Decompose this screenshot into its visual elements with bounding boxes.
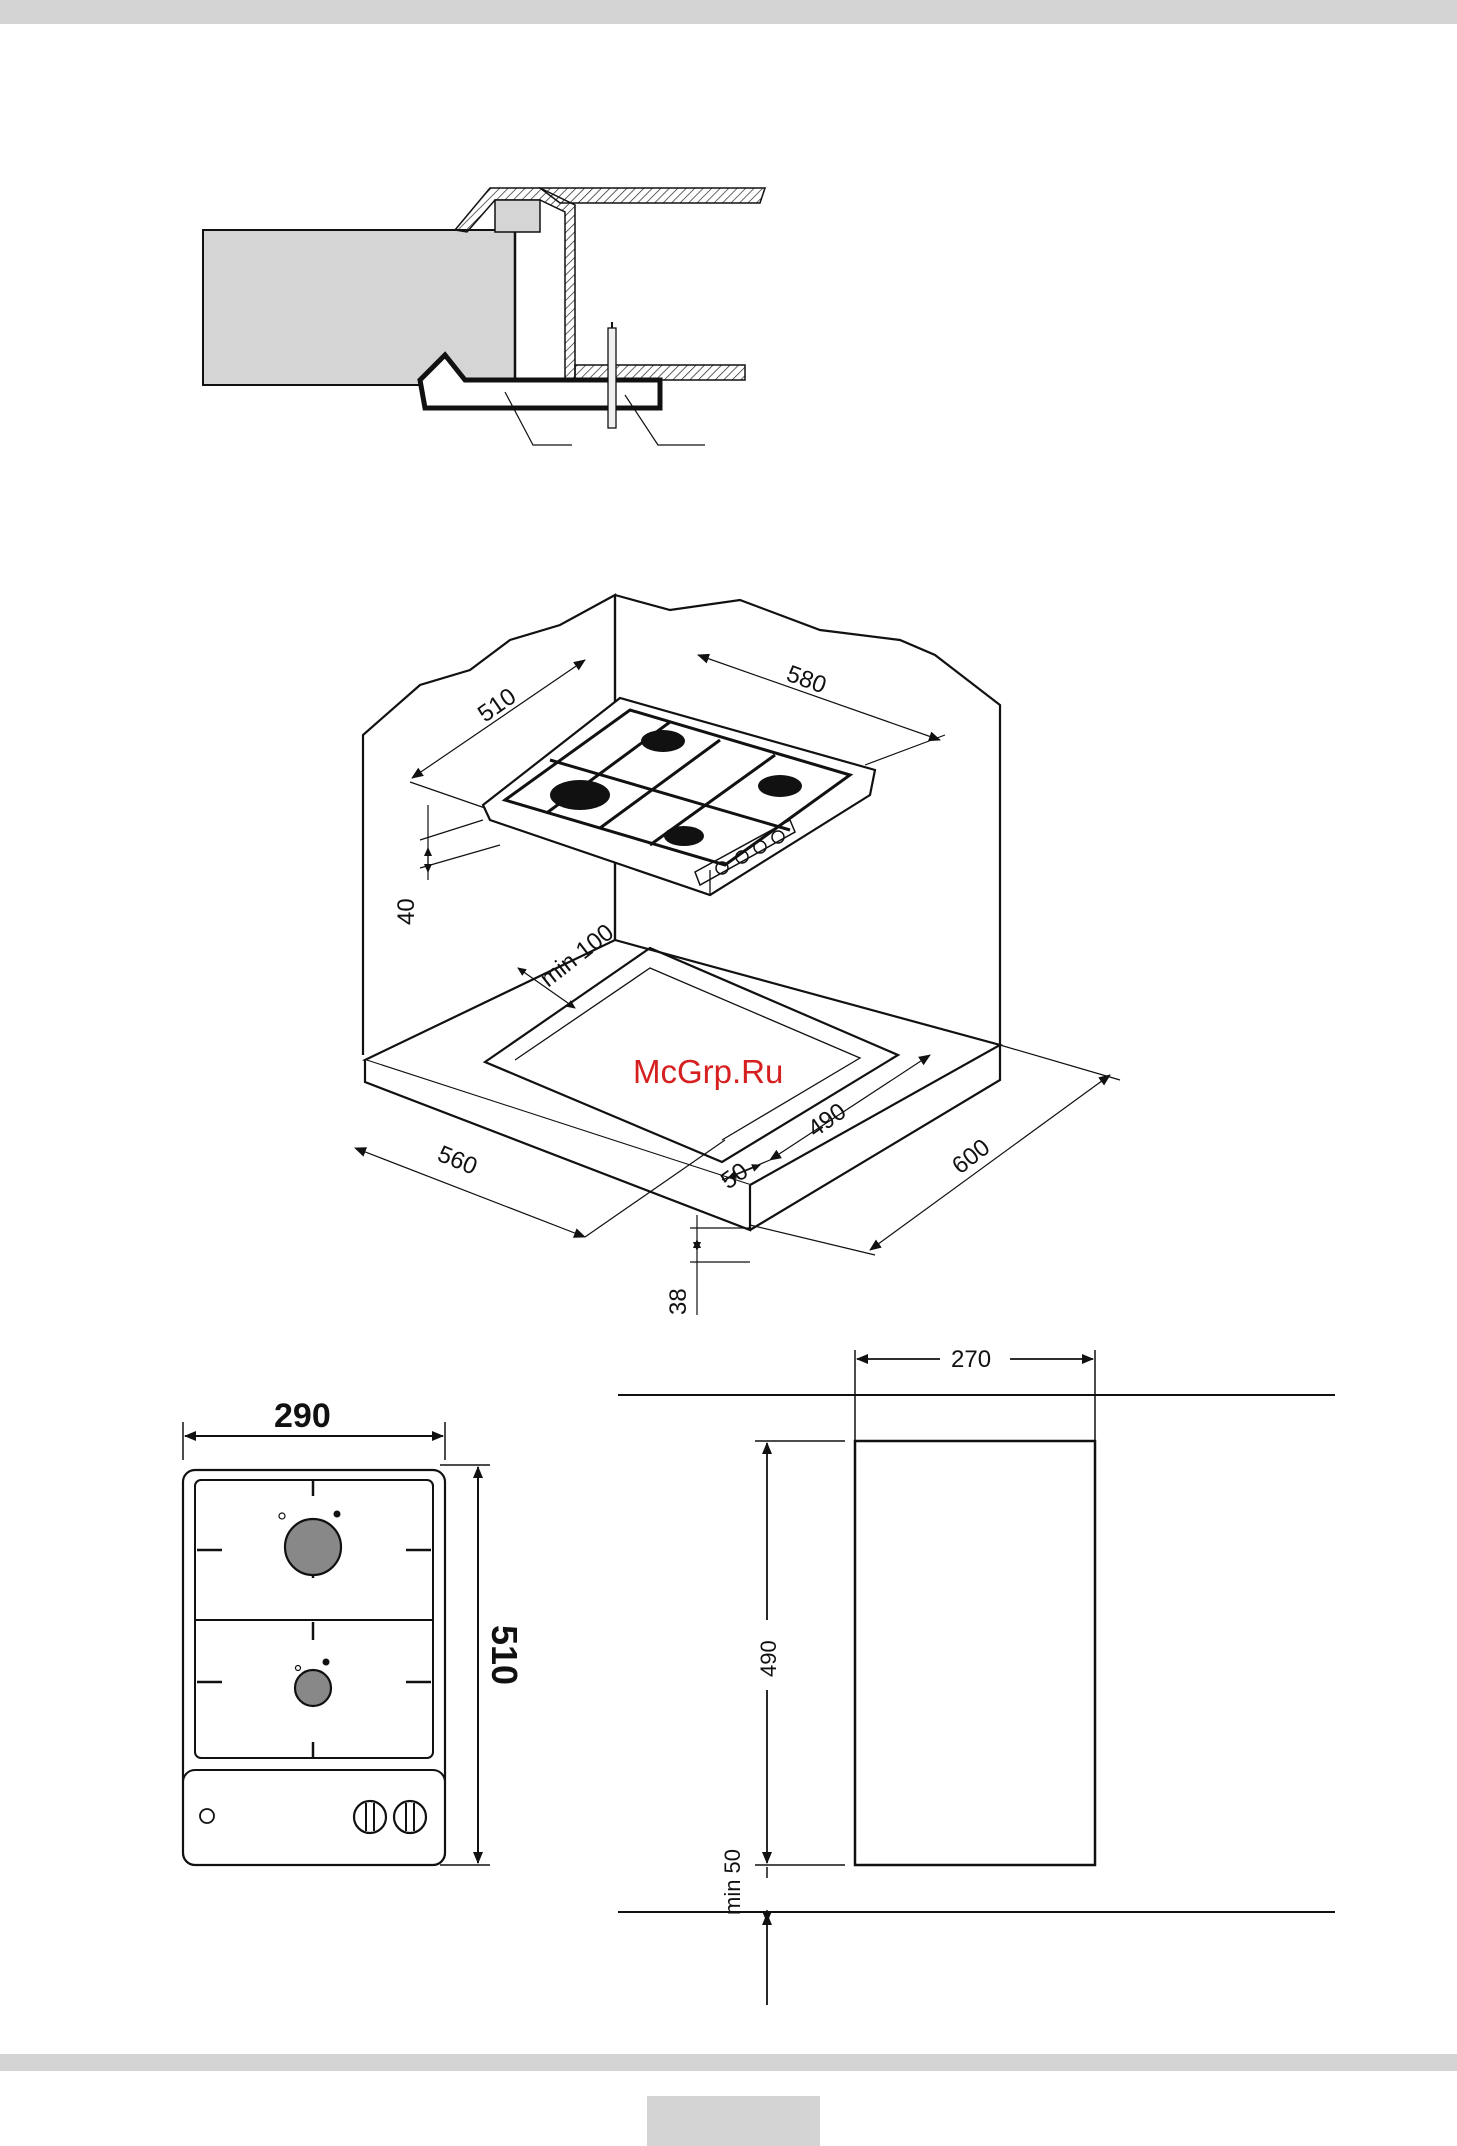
- domino-hob-drawing: 290 510: [183, 1397, 525, 1865]
- dim-38-label: 38: [665, 1288, 692, 1315]
- dim-min-50-label: min 50: [720, 1849, 745, 1915]
- dim-600-label: 600: [947, 1134, 995, 1180]
- dim-40-label: 40: [393, 898, 420, 925]
- isometric-installation-drawing: 510 580 40 min 100 490 560 50 600 38 McG…: [355, 595, 1120, 1315]
- dim-510-label: 510: [473, 683, 521, 728]
- page-number-tab: [647, 2096, 820, 2146]
- burner-front-right: [664, 826, 704, 846]
- cutout-rectangle: [855, 1441, 1095, 1865]
- worktop-block: [203, 230, 515, 385]
- dim-510-vertical-label: 510: [484, 1625, 525, 1685]
- control-knob-left: [354, 1801, 386, 1833]
- ignition-button: [200, 1809, 214, 1823]
- domino-burner-large: [285, 1519, 341, 1575]
- burner-rear-left: [641, 730, 685, 752]
- control-knob-right: [394, 1801, 426, 1833]
- watermark-text: McGrp.Ru: [633, 1053, 783, 1090]
- dim-270-label: 270: [951, 1346, 991, 1373]
- dim-490-vertical-label: 490: [756, 1640, 781, 1677]
- dim-580-label: 580: [783, 660, 830, 699]
- fixing-screw: [608, 328, 616, 428]
- cutout-plan-drawing: 270 490 min 50: [618, 1346, 1335, 2005]
- footer-bar: [0, 2054, 1457, 2071]
- clamp-section-drawing: [203, 188, 765, 445]
- burner-front-left: [550, 780, 610, 810]
- burner-rear-right: [758, 775, 802, 797]
- dim-560-label: 560: [434, 1141, 481, 1181]
- dim-290-label: 290: [274, 1397, 331, 1435]
- domino-burner-small: [295, 1670, 331, 1706]
